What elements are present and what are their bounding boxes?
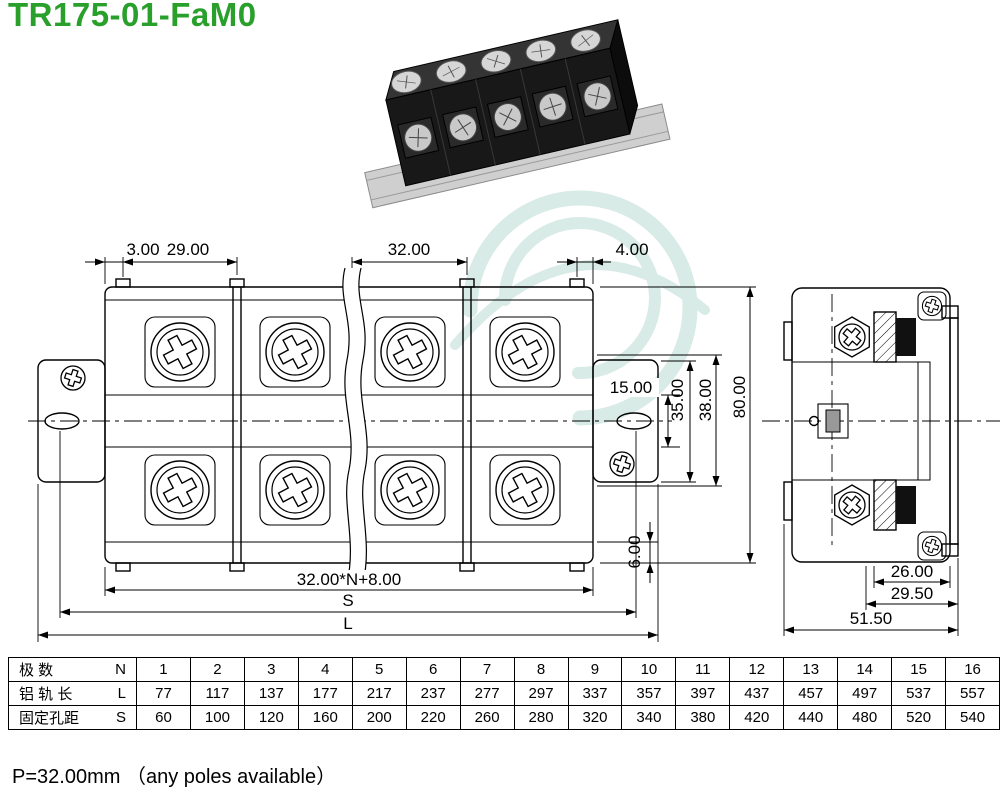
cell-N: 10 <box>621 657 677 682</box>
cell-N: 5 <box>351 657 407 682</box>
cell-L: 137 <box>243 681 299 706</box>
din-rail-plate <box>949 317 959 545</box>
product-photo <box>364 19 671 209</box>
cell-S: 420 <box>729 705 785 730</box>
dim-label-29p5mm: 29.50 <box>891 584 934 603</box>
cell-N: 11 <box>675 657 731 682</box>
cell-N: 13 <box>783 657 839 682</box>
cell-S: 220 <box>405 705 461 730</box>
wire-pad-bottom <box>896 486 916 524</box>
pitch-note: P=32.00mm （any poles available） <box>12 766 337 788</box>
side-view <box>783 287 959 563</box>
side-terminal-screw-top <box>834 316 870 358</box>
dim-label-3mm: 3.00 <box>126 240 159 259</box>
cell-S: 520 <box>891 705 947 730</box>
cell-S: 120 <box>243 705 299 730</box>
cell-S: 380 <box>675 705 731 730</box>
front-screws <box>397 75 619 159</box>
top-screws <box>391 29 601 94</box>
dim-label-38mm: 38.00 <box>696 379 715 422</box>
cell-L: 337 <box>567 681 623 706</box>
cell-N: 8 <box>513 657 569 682</box>
wire-pad-top <box>896 318 916 356</box>
cell-N: 2 <box>189 657 245 682</box>
cell-S: 160 <box>297 705 353 730</box>
cell-S: 340 <box>621 705 677 730</box>
cell-L: 497 <box>837 681 893 706</box>
dim-label-80mm: 80.00 <box>730 376 749 419</box>
cell-S: 320 <box>567 705 623 730</box>
cell-S: 260 <box>459 705 515 730</box>
cell-L: 437 <box>729 681 785 706</box>
dim-label-29mm: 29.00 <box>167 240 210 259</box>
right-mount-slot <box>616 412 652 430</box>
dim-label-35mm: 35.00 <box>668 379 687 422</box>
dimension-labels: 3.00 29.00 32.00 4.00 15.00 35.00 38.00 … <box>126 240 933 633</box>
left-mount-slot <box>44 412 80 430</box>
extension-lines <box>37 257 959 642</box>
dim-label-32mm: 32.00 <box>388 240 431 259</box>
cell-L: 237 <box>405 681 461 706</box>
dim-label-pitch-formula: 32.00*N+8.00 <box>297 570 401 589</box>
cell-N: 6 <box>405 657 461 682</box>
cell-L: 457 <box>783 681 839 706</box>
dim-label-51p5mm: 51.50 <box>850 609 893 628</box>
cell-L: 77 <box>136 681 191 706</box>
cell-L: 217 <box>351 681 407 706</box>
cell-N: 3 <box>243 657 299 682</box>
cell-S: 540 <box>945 705 1000 730</box>
dimension-lines <box>38 258 958 639</box>
right-bracket-screw <box>609 451 635 477</box>
cell-L: 397 <box>675 681 731 706</box>
cell-L: 557 <box>945 681 1000 706</box>
cell-L: 277 <box>459 681 515 706</box>
cell-N: 9 <box>567 657 623 682</box>
cell-N: 7 <box>459 657 515 682</box>
cell-S: 480 <box>837 705 893 730</box>
cell-N: 16 <box>945 657 1000 682</box>
cell-S: 200 <box>351 705 407 730</box>
dim-label-L: L <box>343 614 352 633</box>
cell-N: 15 <box>891 657 947 682</box>
cell-L: 297 <box>513 681 569 706</box>
cell-N: 1 <box>136 657 191 682</box>
clip-screw-bottom <box>921 535 943 557</box>
cell-S: 280 <box>513 705 569 730</box>
cell-N: 14 <box>837 657 893 682</box>
dim-label-15mm: 15.00 <box>610 378 653 397</box>
break-lines <box>342 267 368 584</box>
cell-S: 440 <box>783 705 839 730</box>
dim-label-S: S <box>342 591 353 610</box>
left-bracket-screw <box>60 365 86 391</box>
cell-L: 537 <box>891 681 947 706</box>
conductor-hatch-bottom <box>873 479 897 531</box>
cell-S: 100 <box>189 705 245 730</box>
page-title: TR175-01-FaM0 <box>8 0 257 33</box>
clip-screw-top <box>921 295 943 317</box>
cell-L: 177 <box>297 681 353 706</box>
cell-L: 357 <box>621 681 677 706</box>
dim-label-4mm: 4.00 <box>615 240 648 259</box>
conductor-hatch-top <box>873 311 897 363</box>
cell-N: 12 <box>729 657 785 682</box>
cell-N: 4 <box>297 657 353 682</box>
side-terminal-screw-bottom <box>834 484 870 526</box>
cell-L: 117 <box>189 681 245 706</box>
dim-label-6mm: 6.00 <box>625 535 644 568</box>
cell-S: 60 <box>136 705 191 730</box>
dim-label-26mm: 26.00 <box>891 562 934 581</box>
